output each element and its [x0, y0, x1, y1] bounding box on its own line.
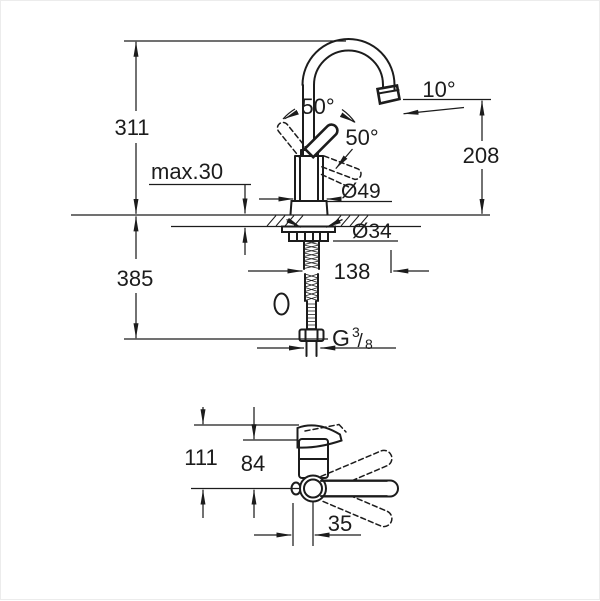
mounting-flange [281, 225, 336, 233]
dim-max30-label: max.30 [151, 159, 223, 184]
dim-385: 385 [117, 216, 328, 340]
handle-blade-top [296, 424, 343, 449]
lever-pivot-inner [303, 478, 323, 499]
dim-208-label: 208 [463, 143, 500, 168]
spout-arc-outer [301, 38, 396, 86]
dim-35-label: 35 [328, 511, 352, 536]
dim-max30: max.30 [149, 159, 251, 255]
dim-385-label: 385 [117, 266, 154, 291]
dim-g38-label-numerator: 3 [352, 324, 360, 340]
dim-d49-label: Ø49 [341, 180, 381, 203]
top-view: 111 84 [184, 407, 399, 546]
dim-d34-label: Ø34 [352, 220, 392, 243]
dim-311: 311 [114, 40, 346, 214]
dim-10-tilt: 10° [403, 77, 491, 115]
lever-dashed-up [320, 449, 393, 492]
spout-aerator [375, 83, 402, 106]
hose-break-loop [273, 292, 290, 316]
lever-arm [318, 479, 399, 498]
mounting-nut [288, 231, 329, 242]
dim-311-label: 311 [114, 115, 149, 140]
dim-84: 84 [241, 407, 265, 518]
dim-50-swing: 50° [282, 94, 356, 123]
faucet-side-outline [276, 38, 402, 216]
dim-g38-label-denominator: 8 [365, 336, 373, 352]
handle-dashed-up-position [276, 121, 310, 159]
countertop [71, 214, 490, 228]
flexible-hose-lower [306, 300, 317, 330]
dim-g38: G 3 / 8 [257, 324, 396, 352]
spout-arc-inner [313, 49, 384, 86]
dim-138-label: 138 [334, 259, 371, 284]
dim-208: 208 [463, 100, 500, 214]
dim-50-open: 50° [335, 125, 379, 170]
dim-84-label: 84 [241, 451, 265, 476]
dim-d49: Ø49 [259, 180, 392, 203]
under-counter-assembly [273, 225, 336, 357]
dim-10-label: 10° [422, 77, 455, 102]
dim-g38-label-g: G [332, 325, 350, 351]
dim-35: 35 [254, 502, 361, 546]
dim-111: 111 [184, 407, 218, 518]
dim-50-swing-label: 50° [301, 94, 334, 119]
lever-dashed-down [320, 485, 393, 528]
faucet-top-outline [290, 423, 399, 528]
dim-d34: Ø34 [286, 217, 398, 243]
handle-dashed-down-position [319, 155, 362, 181]
dim-138: 138 [248, 250, 429, 284]
handle-lever [302, 123, 339, 160]
dim-50-open-label: 50° [345, 125, 378, 150]
dim-g38-label-slash: / [358, 331, 364, 352]
dim-111-label: 111 [184, 445, 217, 470]
connection-tube [305, 340, 318, 357]
connection-nut [298, 328, 325, 342]
faucet-body [294, 155, 324, 202]
side-view: 311 385 max.30 50° 50° [71, 38, 500, 357]
faucet-base [289, 200, 329, 216]
